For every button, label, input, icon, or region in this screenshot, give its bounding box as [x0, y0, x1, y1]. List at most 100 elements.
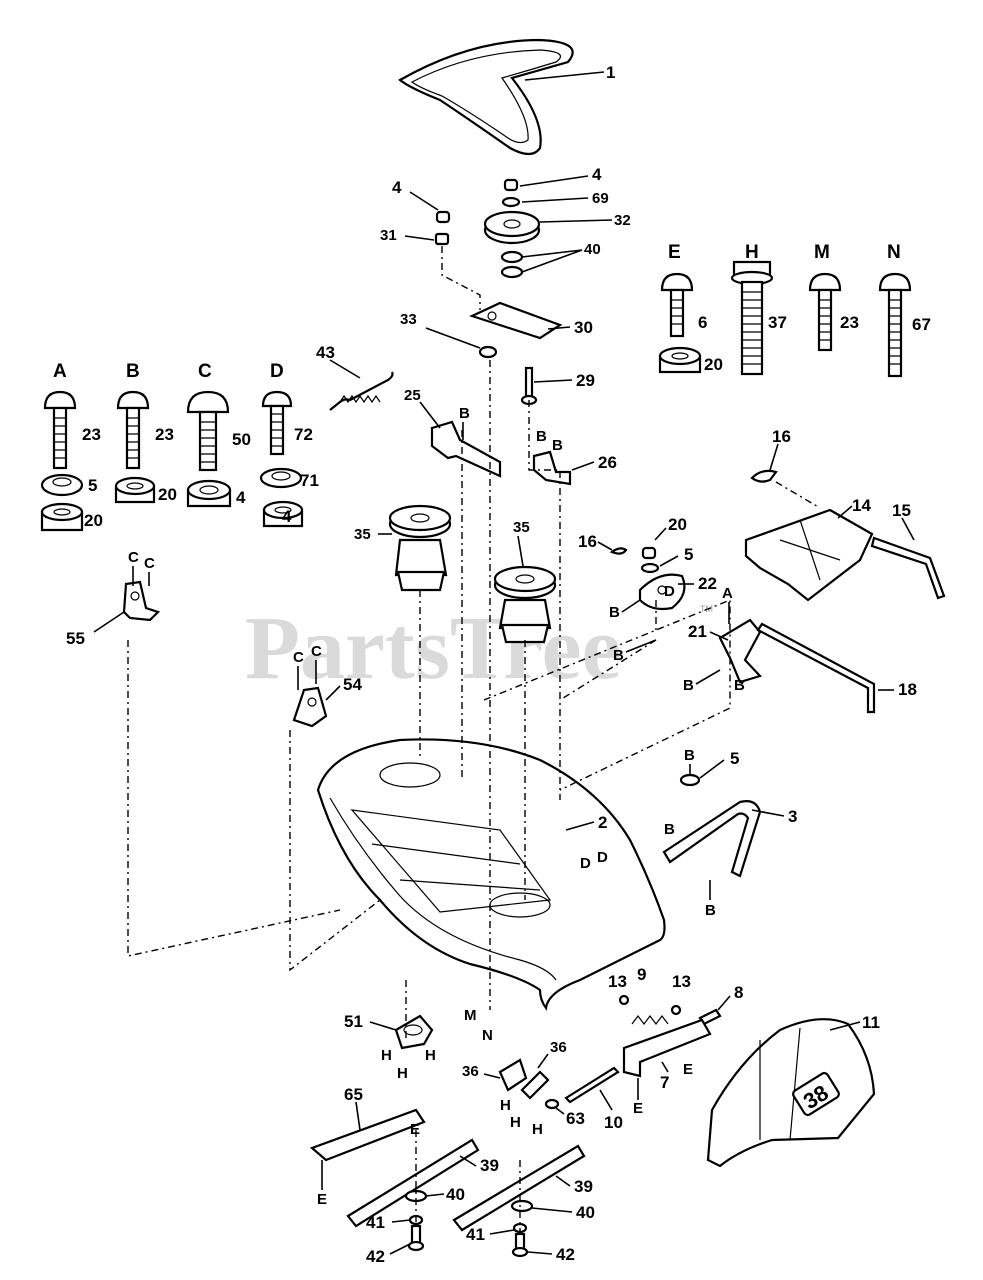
nut-20-mid[interactable]: [641, 546, 657, 560]
nut-label-B: 20: [158, 485, 177, 504]
ref-E3: E: [410, 1121, 420, 1138]
nut-label-D: 4: [282, 507, 292, 526]
callout-40a: 40: [584, 241, 601, 258]
callout-31: 31: [380, 227, 397, 244]
nut-4-top[interactable]: [503, 178, 519, 192]
callout-7: 7: [660, 1073, 669, 1092]
hardware-D[interactable]: D 72 71 4: [259, 361, 319, 528]
callout-4b: 4: [592, 165, 602, 184]
clip-13-right[interactable]: [670, 1004, 682, 1016]
hardware-N[interactable]: N 67: [878, 242, 931, 378]
hardware-C[interactable]: C 50 4: [186, 361, 251, 508]
callout-16b: 16: [772, 427, 791, 446]
blade-adapter-65[interactable]: [309, 1108, 426, 1162]
ref-D3: D: [597, 849, 608, 866]
spindle-housing-51[interactable]: [394, 1014, 434, 1050]
washer-69[interactable]: [501, 196, 521, 208]
rod-10[interactable]: [564, 1066, 620, 1104]
rod-15[interactable]: [870, 536, 946, 600]
callout-11: 11: [862, 1013, 880, 1032]
bolt-label-N: 67: [912, 315, 931, 334]
nut-4-left[interactable]: [435, 210, 451, 224]
bracket-14[interactable]: [744, 508, 874, 602]
ref-H6: H: [532, 1121, 543, 1138]
idler-bracket-30[interactable]: [468, 301, 563, 340]
callout-39b: 39: [574, 1177, 593, 1196]
callout-3: 3: [788, 807, 797, 826]
idler-pulley-32[interactable]: [483, 210, 541, 245]
bracket-7[interactable]: [622, 1018, 712, 1078]
plate-22[interactable]: [638, 573, 686, 611]
bracket-25[interactable]: [430, 420, 502, 478]
callout-22: 22: [698, 574, 717, 593]
ref-B7: B: [734, 677, 745, 694]
callout-14: 14: [852, 496, 871, 515]
callout-40b: 40: [446, 1185, 465, 1204]
ref-B5: B: [613, 647, 624, 664]
bolt-label-H: 37: [768, 313, 787, 332]
bolt-label-E: 6: [698, 313, 707, 332]
support-arm-3[interactable]: [662, 800, 762, 878]
washer-40-right[interactable]: [510, 1199, 534, 1213]
bolt-29[interactable]: [520, 366, 538, 406]
callout-1: 1: [606, 63, 615, 82]
callout-40c: 40: [576, 1203, 595, 1222]
rod-18[interactable]: [756, 622, 876, 714]
bracket-54[interactable]: [292, 686, 328, 728]
clip-13-left[interactable]: [618, 994, 630, 1006]
spacer-31[interactable]: [434, 232, 450, 246]
callout-2: 2: [598, 813, 607, 832]
belt-part[interactable]: [398, 38, 574, 156]
letter-A: A: [53, 361, 67, 382]
spindle-pulley-35-right[interactable]: [493, 565, 557, 644]
blade-39-right[interactable]: [452, 1144, 586, 1232]
mower-deck-2[interactable]: [316, 738, 666, 1011]
callout-55: 55: [66, 629, 85, 648]
spacers-40[interactable]: [500, 250, 524, 279]
callout-21: 21: [688, 622, 707, 641]
clip-16-mid[interactable]: [609, 547, 628, 555]
washer-5-right[interactable]: [679, 773, 701, 787]
hardware-M[interactable]: M 23: [808, 242, 859, 352]
spring-43[interactable]: [329, 371, 394, 411]
washer-63[interactable]: [544, 1098, 560, 1110]
bolt-42-left[interactable]: [407, 1224, 425, 1252]
hardware-H[interactable]: H 37: [730, 242, 787, 376]
callout-36b: 36: [550, 1039, 567, 1056]
spindle-pulley-35-left[interactable]: [388, 504, 452, 592]
blade-39-left[interactable]: [346, 1138, 480, 1228]
watermark: PartsTree: [245, 599, 621, 698]
callout-32: 32: [614, 212, 631, 229]
bolt-42-right[interactable]: [511, 1232, 529, 1258]
callout-8: 8: [734, 983, 743, 1002]
washer-5-mid[interactable]: [640, 562, 660, 574]
bracket-21[interactable]: [718, 618, 763, 684]
ref-B8: B: [684, 747, 695, 764]
callout-15: 15: [892, 501, 911, 520]
discharge-chute-11[interactable]: 38: [706, 1018, 876, 1168]
ref-B10: B: [705, 902, 716, 919]
pin-16-top[interactable]: [750, 469, 778, 483]
callout-35b: 35: [513, 519, 530, 536]
spring-9[interactable]: [631, 1015, 669, 1025]
callout-43: 43: [316, 343, 335, 362]
hardware-B[interactable]: B 23 20: [114, 361, 177, 504]
letter-C: C: [198, 361, 212, 382]
callout-33: 33: [400, 311, 417, 328]
spindle-parts-36[interactable]: [498, 1058, 550, 1100]
bracket-55[interactable]: [122, 580, 161, 622]
ref-C2: C: [144, 555, 155, 572]
ref-M1: M: [464, 1007, 477, 1024]
hardware-E[interactable]: E 6 20: [658, 242, 723, 374]
callout-18: 18: [898, 680, 917, 699]
washer-33[interactable]: [478, 345, 498, 359]
bracket-26[interactable]: [532, 450, 572, 486]
ref-H3: H: [425, 1047, 436, 1064]
callout-9: 9: [637, 965, 646, 984]
callout-5a: 5: [684, 545, 693, 564]
ref-C3: C: [293, 649, 304, 666]
bolt-label-D: 72: [294, 425, 313, 444]
hardware-A[interactable]: A 23 5 20: [40, 361, 103, 532]
ref-B4: B: [609, 604, 620, 621]
